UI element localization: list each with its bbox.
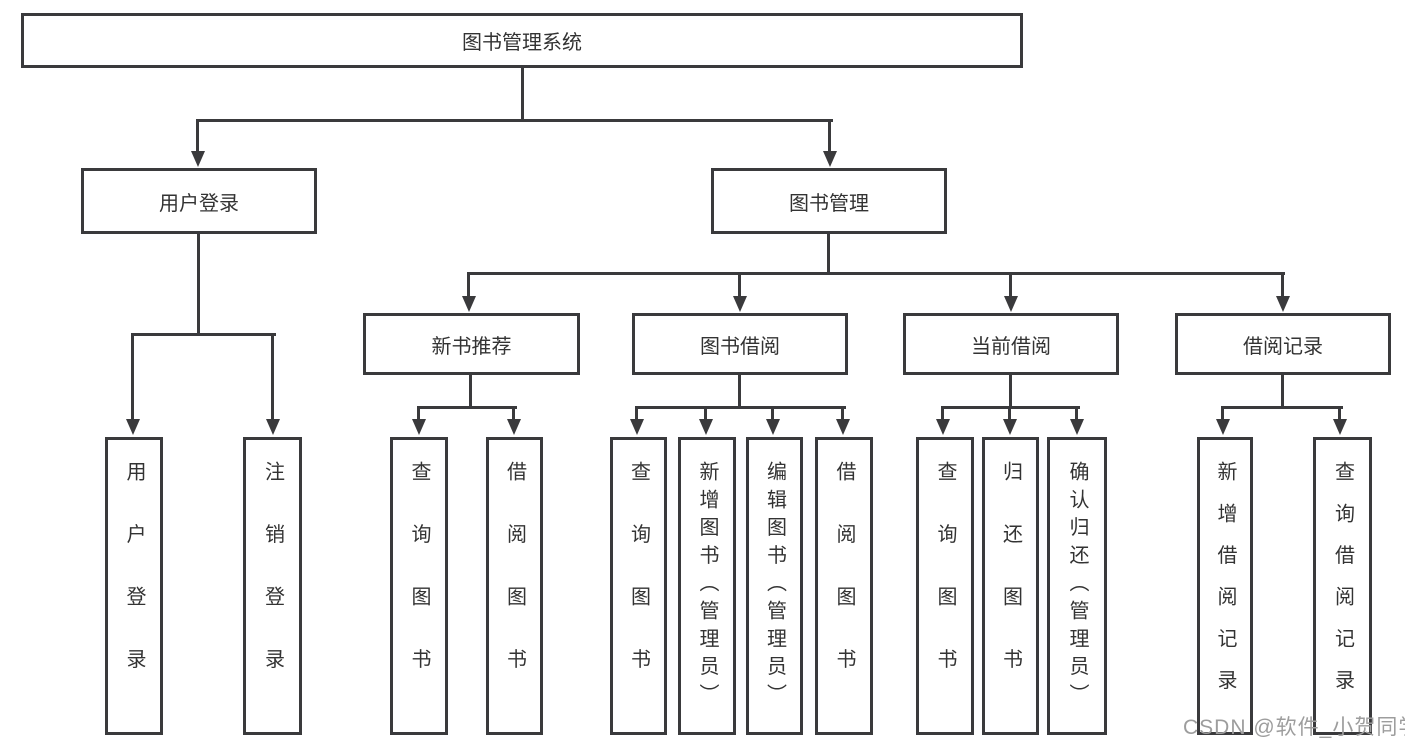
- leaf-label: 查询借阅记录: [1331, 461, 1354, 711]
- node-book-management: 图书管理: [711, 168, 947, 234]
- arrow-down-icon: [1216, 419, 1230, 435]
- leaf-confirm-return-admin: 确认归还（管理员）: [1047, 437, 1107, 735]
- connector-borrow-records-stem: [1281, 375, 1284, 409]
- leaf-label: 确认归还（管理员）: [1066, 461, 1088, 711]
- connector-root-stem: [521, 68, 524, 120]
- leaf-label: 归还图书: [999, 461, 1022, 711]
- node-new-book-recommend: 新书推荐: [363, 313, 580, 375]
- arrow-down-icon: [936, 419, 950, 435]
- arrow-down-icon: [1003, 419, 1017, 435]
- leaf-user-login: 用户登录: [105, 437, 163, 735]
- connector-to-book-management: [828, 119, 831, 154]
- connector-leaf: [1075, 406, 1078, 422]
- connector-to-new-book: [467, 272, 470, 299]
- connector-book-borrow-rail: [636, 406, 846, 409]
- leaf-label: 新增借阅记录: [1214, 461, 1236, 711]
- leaf-add-borrow-record: 新增借阅记录: [1197, 437, 1253, 735]
- connector-book-borrow-stem: [738, 375, 741, 409]
- connector-to-leaf-logout: [271, 333, 274, 419]
- connector-leaf: [635, 406, 638, 422]
- connector-leaf: [417, 406, 420, 422]
- arrow-down-icon: [1004, 296, 1018, 312]
- connector-leaf: [941, 406, 944, 422]
- connector-user-login-rail: [132, 333, 276, 336]
- csdn-watermark: CSDN @软件_小贺同学: [1183, 716, 1405, 739]
- connector-leaf: [841, 406, 844, 422]
- arrow-down-icon: [733, 296, 747, 312]
- leaf-add-books-admin: 新增图书（管理员）: [678, 437, 736, 735]
- arrow-down-icon: [699, 419, 713, 435]
- connector-current-borrow-stem: [1009, 375, 1012, 409]
- arrow-down-icon: [1333, 419, 1347, 435]
- arrow-down-icon: [507, 419, 521, 435]
- arrow-down-icon: [412, 419, 426, 435]
- connector-to-borrow-records: [1281, 272, 1284, 299]
- connector-level3-rail: [468, 272, 1285, 275]
- leaf-label: 注销登录: [261, 461, 284, 711]
- leaf-label: 查询图书: [934, 461, 956, 711]
- leaf-label: 借阅图书: [503, 461, 526, 711]
- connector-user-login-stem: [197, 234, 200, 336]
- connector-to-leaf-user-login: [131, 333, 134, 419]
- connector-to-user-login: [196, 119, 199, 154]
- connector-leaf: [1008, 406, 1011, 422]
- node-book-borrow: 图书借阅: [632, 313, 848, 375]
- leaf-label: 借阅图书: [833, 461, 855, 711]
- arrow-down-icon: [766, 419, 780, 435]
- connector-book-management-stem: [827, 234, 830, 275]
- connector-new-book-stem: [469, 375, 472, 409]
- node-user-login: 用户登录: [81, 168, 317, 234]
- arrow-down-icon: [1276, 296, 1290, 312]
- arrow-down-icon: [630, 419, 644, 435]
- leaf-label: 编辑图书（管理员）: [763, 461, 786, 711]
- arrow-down-icon: [462, 296, 476, 312]
- connector-leaf: [512, 406, 515, 422]
- arrow-down-icon: [823, 151, 837, 167]
- leaf-return-books: 归还图书: [982, 437, 1039, 735]
- leaf-label: 新增图书（管理员）: [696, 461, 718, 711]
- arrow-down-icon: [126, 419, 140, 435]
- leaf-query-books-recommend: 查询图书: [390, 437, 448, 735]
- leaf-borrow-books-recommend: 借阅图书: [486, 437, 543, 735]
- connector-new-book-rail: [418, 406, 517, 409]
- connector-leaf: [1221, 406, 1224, 422]
- arrow-down-icon: [836, 419, 850, 435]
- leaf-query-books-current: 查询图书: [916, 437, 974, 735]
- leaf-label: 查询图书: [408, 461, 430, 711]
- connector-leaf: [771, 406, 774, 422]
- leaf-query-books-borrow: 查询图书: [610, 437, 667, 735]
- node-root: 图书管理系统: [21, 13, 1023, 68]
- arrow-down-icon: [191, 151, 205, 167]
- connector-current-borrow-rail: [942, 406, 1080, 409]
- connector-to-current-borrow: [1009, 272, 1012, 299]
- connector-borrow-records-rail: [1222, 406, 1343, 409]
- node-current-borrow: 当前借阅: [903, 313, 1119, 375]
- leaf-query-borrow-record: 查询借阅记录: [1313, 437, 1372, 735]
- leaf-edit-books-admin: 编辑图书（管理员）: [746, 437, 803, 735]
- leaf-logout: 注销登录: [243, 437, 302, 735]
- connector-leaf: [704, 406, 707, 422]
- arrow-down-icon: [1070, 419, 1084, 435]
- connector-level2-rail: [197, 119, 833, 122]
- connector-to-book-borrow: [738, 272, 741, 299]
- leaf-label: 用户登录: [123, 461, 145, 711]
- arrow-down-icon: [266, 419, 280, 435]
- leaf-label: 查询图书: [627, 461, 650, 711]
- connector-leaf: [1338, 406, 1341, 422]
- node-borrow-records: 借阅记录: [1175, 313, 1391, 375]
- leaf-borrow-books: 借阅图书: [815, 437, 873, 735]
